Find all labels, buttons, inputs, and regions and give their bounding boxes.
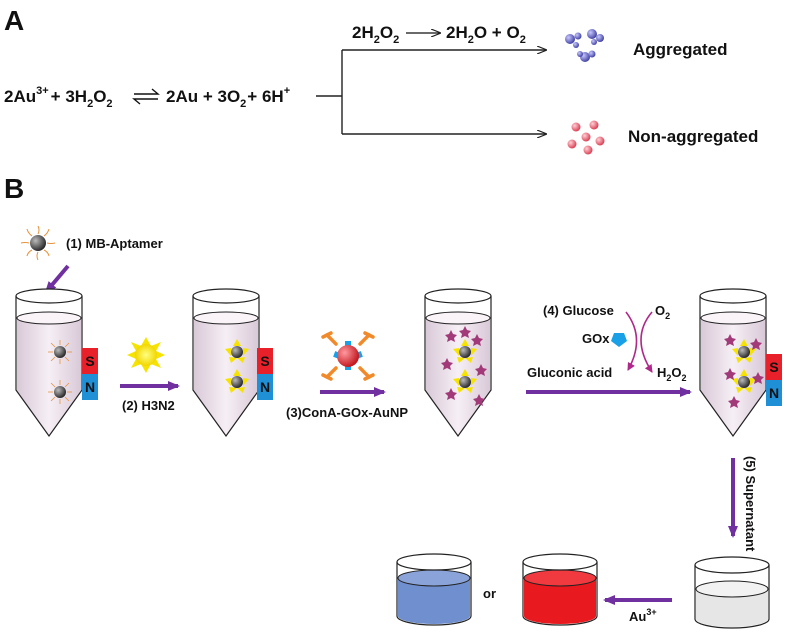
h3n2-virus-icon: [127, 337, 165, 373]
svg-text:S: S: [769, 359, 778, 375]
svg-text:2H2O + O2: 2H2O + O2: [446, 23, 526, 46]
tube-3: [424, 288, 492, 438]
or-label: or: [483, 586, 496, 601]
tube-2: [192, 288, 260, 438]
h2o2-decomposition-equation: 2H2O2 2H2O + O2: [352, 23, 526, 46]
red-solution-cup: [522, 553, 598, 626]
bound-aunp-stars-icon: [441, 326, 487, 406]
gox-label: GOx: [582, 331, 610, 346]
magnet-2: S N: [257, 348, 273, 400]
svg-text:S: S: [85, 353, 94, 369]
panel-a-letter: A: [4, 5, 24, 36]
tube-4: [699, 288, 767, 438]
panel-b-letter: B: [4, 173, 24, 204]
step4-label: (4) Glucose: [543, 303, 614, 318]
step1-label: (1) MB-Aptamer: [66, 236, 163, 251]
svg-text:2Au + 3O2+ 6H+: 2Au + 3O2+ 6H+: [166, 85, 290, 110]
svg-text:N: N: [85, 379, 95, 395]
aggregated-particles-icon: [565, 29, 604, 62]
magnet-1: S N: [82, 348, 98, 400]
svg-text:N: N: [769, 385, 779, 401]
h2o2-label: H2O2: [657, 365, 687, 383]
branch-lines: [316, 50, 546, 134]
svg-text:2H2O2: 2H2O2: [352, 23, 399, 46]
supernatant-cup: [694, 556, 770, 629]
equilibrium-arrows-icon: [132, 88, 160, 105]
magnet-3: S N: [766, 354, 782, 406]
gox-pentagon-icon: [611, 333, 627, 347]
step3-label: (3)ConA-GOx-AuNP: [286, 405, 408, 420]
blue-solution-cup: [396, 553, 472, 626]
au3-label: Au3+: [629, 607, 657, 624]
gluconic-acid-label: Gluconic acid: [527, 365, 612, 380]
non-aggregated-particles-icon: [567, 120, 605, 155]
svg-text:S: S: [260, 353, 269, 369]
tube-1: [15, 288, 83, 438]
non-aggregated-label: Non-aggregated: [628, 127, 758, 146]
enzyme-cycle-arrows: [625, 311, 653, 373]
svg-text:N: N: [260, 379, 270, 395]
step1-arrow: [44, 264, 70, 294]
main-equation: 2Au3++ 3H2O2 2Au + 3O2+ 6H+: [4, 85, 290, 110]
step2-label: (2) H3N2: [122, 398, 175, 413]
aggregated-label: Aggregated: [633, 40, 727, 59]
mb-aptamer-bead-icon: [20, 225, 56, 261]
svg-text:2Au3++ 3H2O2: 2Au3++ 3H2O2: [4, 85, 113, 110]
o2-label: O2: [655, 303, 670, 321]
cona-gox-aunp-icon: [321, 331, 375, 381]
step5-label: (5) Supernatant: [743, 456, 758, 552]
